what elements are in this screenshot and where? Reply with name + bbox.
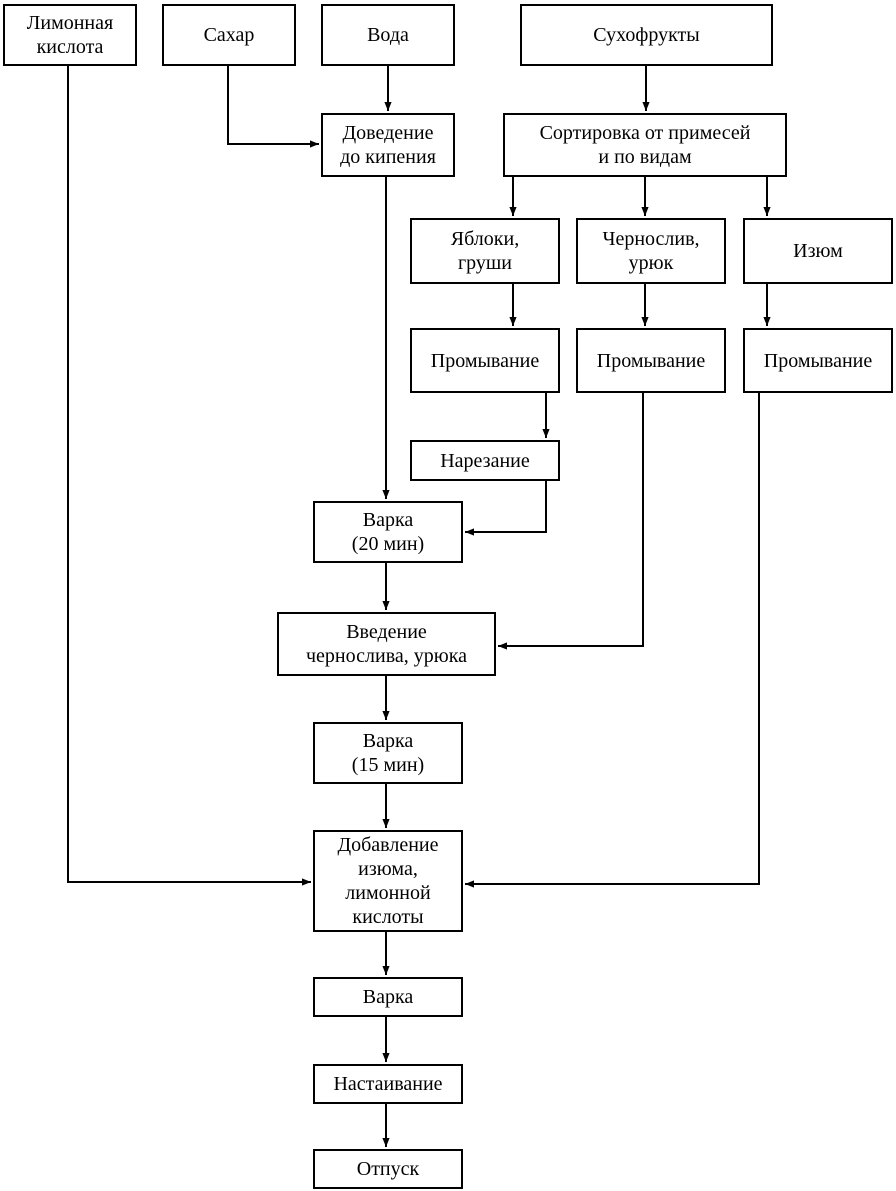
node-label: Промывание [763, 349, 873, 372]
node-label: Доведение до кипения [340, 122, 436, 168]
arrow-sahar-to-dovedenie [227, 66, 319, 148]
node-yabloki: Яблоки, груши [410, 218, 560, 284]
node-izyum: Изюм [743, 218, 893, 284]
node-label: Лимонная кислота [26, 12, 114, 58]
node-sahar: Сахар [162, 4, 296, 66]
node-limonnaya-kislota: Лимонная кислота [3, 4, 137, 66]
node-label: Варка (15 мин) [351, 730, 425, 776]
node-label: Чернослив, урюк [602, 228, 700, 274]
node-label: Нарезание [440, 449, 530, 472]
node-sortirovka: Сортировка от примесей и по видам [503, 113, 787, 177]
node-nastaivanie: Настаивание [313, 1064, 463, 1104]
node-label: Промывание [430, 349, 540, 372]
node-promyvanie-2: Промывание [576, 328, 726, 393]
arrow-limonnaya_kislota-to-dobavlenie [67, 66, 311, 886]
node-dovedenie: Доведение до кипения [321, 113, 455, 177]
node-voda: Вода [321, 4, 455, 66]
node-label: Отпуск [356, 1158, 420, 1180]
arrow-narezanie-to-varka_20 [465, 481, 547, 536]
node-otpusk: Отпуск [313, 1149, 463, 1189]
node-narezanie: Нарезание [410, 440, 560, 481]
node-chernosliv: Чернослив, урюк [576, 218, 726, 284]
node-suhofrukty: Сухофрукты [520, 4, 773, 66]
node-label: Яблоки, груши [450, 228, 520, 274]
arrow-promyvanie_3-to-dobavlenie [465, 393, 760, 888]
node-label: Вода [367, 24, 409, 46]
node-label: Варка (20 мин) [351, 509, 425, 555]
node-promyvanie-3: Промывание [743, 328, 893, 393]
node-label: Сахар [203, 24, 255, 46]
node-varka-15: Варка (15 мин) [313, 722, 463, 784]
node-varka: Варка [313, 977, 463, 1017]
node-label: Варка [362, 986, 414, 1008]
node-promyvanie-1: Промывание [410, 328, 560, 393]
node-dobavlenie: Добавление изюма, лимонной кислоты [313, 830, 463, 932]
arrow-promyvanie_2-to-vvedenie [498, 393, 644, 650]
node-varka-20: Варка (20 мин) [313, 501, 463, 563]
node-label: Промывание [596, 349, 706, 372]
node-label: Изюм [793, 240, 843, 262]
node-label: Настаивание [333, 1073, 443, 1095]
node-label: Добавление изюма, лимонной кислоты [337, 834, 439, 928]
node-label: Введение чернослива, урюка [306, 621, 467, 667]
node-label: Сортировка от примесей и по видам [539, 122, 751, 168]
node-vvedenie: Введение чернослива, урюка [277, 612, 496, 676]
node-label: Сухофрукты [593, 24, 700, 46]
